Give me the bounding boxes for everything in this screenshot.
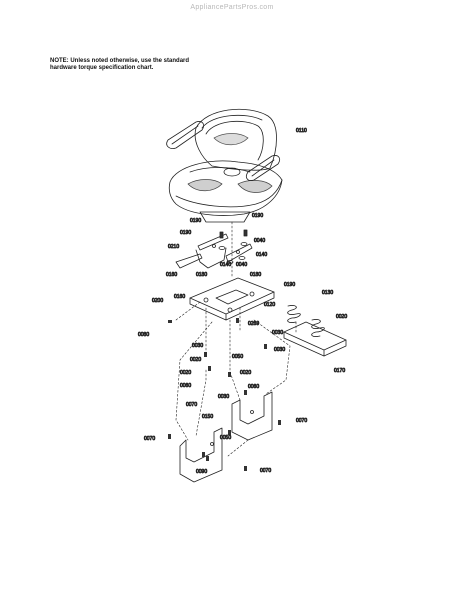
part-label: 0180 (196, 272, 207, 278)
seat-part (166, 108, 283, 223)
part-label: 0140 (220, 262, 231, 268)
right-bracket (283, 321, 347, 357)
part-label: 0050 (220, 435, 231, 441)
alignment-dashes (175, 221, 297, 457)
part-label: 0060 (180, 383, 191, 389)
lower-frame-brackets (179, 391, 273, 483)
part-label: 0090 (196, 469, 207, 475)
part-label: 0190 (252, 213, 263, 219)
seat-mount-hardware (218, 229, 248, 264)
part-label: 0140 (256, 252, 267, 258)
part-label: 0020 (180, 370, 191, 376)
part-labels: 0110 0190 0190 0190 0210 0160 0040 0140 … (138, 128, 348, 476)
part-label: 0210 (168, 244, 179, 250)
part-label: 0190 (190, 218, 201, 224)
part-label: 0030 (274, 347, 285, 353)
part-label: 0160 (174, 294, 185, 300)
part-label: 0040 (236, 262, 247, 268)
part-label: 0269 (248, 321, 259, 327)
part-label: 0150 (202, 414, 213, 420)
part-label: 0030 (192, 343, 203, 349)
seat-rail-brackets (175, 233, 253, 269)
part-label: 0120 (264, 302, 275, 308)
part-label: 0070 (296, 418, 307, 424)
part-label: 0190 (180, 230, 191, 236)
part-label: 0060 (248, 384, 259, 390)
seat-pan-plate (189, 277, 275, 321)
watermark: AppliancePartsPros.com (190, 4, 274, 11)
part-label: 0080 (138, 332, 149, 338)
part-label: 0070 (260, 468, 271, 474)
part-label: 0190 (284, 282, 295, 288)
part-label: 0070 (144, 436, 155, 442)
part-label: 0020 (336, 314, 347, 320)
part-label: 0020 (240, 370, 251, 376)
part-label: 0180 (250, 272, 261, 278)
part-label: 0030 (218, 394, 229, 400)
part-label: 0170 (334, 368, 345, 374)
part-label: 0130 (322, 290, 333, 296)
part-label: 0070 (186, 402, 197, 408)
torque-note: NOTE: Unless noted otherwise, use the st… (50, 58, 190, 71)
part-label: 0160 (166, 272, 177, 278)
springs (287, 305, 325, 337)
part-label: 0030 (272, 330, 283, 336)
fasteners (168, 318, 281, 471)
part-label: 0050 (232, 354, 243, 360)
part-label: 0110 (296, 128, 307, 134)
part-label: 0200 (152, 298, 163, 304)
part-label: 0020 (190, 357, 201, 363)
part-label: 0040 (254, 238, 265, 244)
